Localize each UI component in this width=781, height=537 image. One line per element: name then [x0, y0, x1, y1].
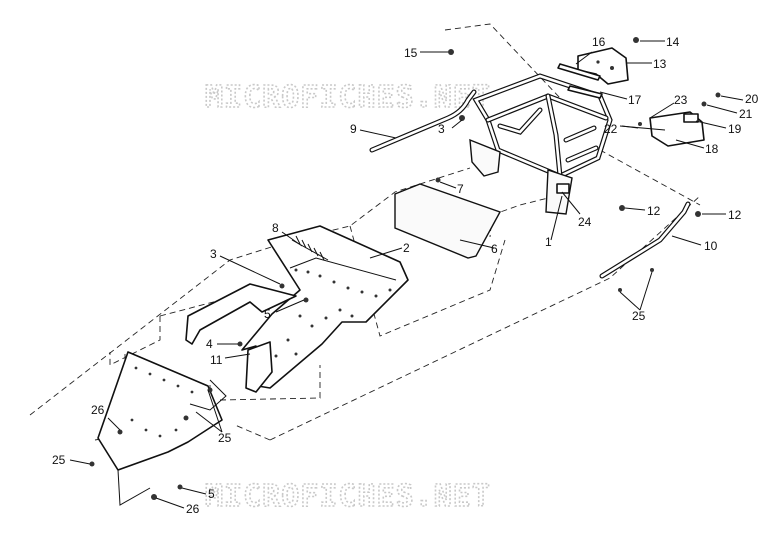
callout-14: 14: [666, 35, 680, 49]
grab-rail-9: [369, 89, 477, 153]
loose-hardware: [89, 115, 701, 500]
callout-26-bottom: 26: [186, 502, 200, 516]
callout-2: 2: [403, 241, 410, 255]
front-frame: [97, 351, 227, 506]
callout-23: 23: [674, 93, 688, 107]
callout-24: 24: [578, 215, 592, 229]
callout-19: 19: [728, 122, 742, 136]
callout-25-mid: 25: [218, 431, 232, 445]
callout-15: 15: [404, 46, 418, 60]
callout-11: 11: [210, 353, 223, 367]
callout-3-top: 3: [438, 122, 445, 136]
watermark-top: MICROFICHES.NET: [205, 80, 491, 115]
callout-25-right: 25: [632, 309, 646, 323]
callout-13: 13: [653, 57, 667, 71]
callout-18: 18: [705, 142, 719, 156]
callout-26-top: 26: [91, 403, 105, 417]
bracket-13: [577, 47, 629, 85]
strip-16: [557, 63, 601, 81]
hardware-14: [633, 37, 639, 43]
callout-5-bottom: 5: [208, 487, 215, 501]
callout-20: 20: [745, 92, 759, 106]
callout-12-right: 12: [728, 208, 742, 222]
callout-25-left: 25: [52, 453, 66, 467]
callout-6: 6: [491, 242, 498, 256]
strip-17: [567, 85, 603, 99]
hardware-15: [448, 49, 454, 55]
leader-lines: [69, 40, 744, 509]
front-bracket-11: [245, 341, 273, 393]
callout-16: 16: [592, 35, 606, 49]
tunnel-2: [241, 225, 409, 389]
callout-7: 7: [457, 182, 464, 196]
callout-1: 1: [545, 235, 552, 249]
tube-10: [599, 201, 691, 279]
callout-17: 17: [628, 93, 642, 107]
callout-3-left: 3: [210, 247, 217, 261]
bracket-3: [185, 283, 297, 345]
rivet-row: [268, 268, 392, 374]
callout-12-left: 12: [647, 204, 661, 218]
callout-4: 4: [206, 337, 213, 351]
callout-10: 10: [704, 239, 718, 253]
callout-labels: 15 16 14 13 17 20 21 23 22 19 18 9 3 7 1…: [52, 35, 759, 516]
callout-9: 9: [350, 122, 357, 136]
callout-5-mid: 5: [264, 307, 271, 321]
callout-21: 21: [739, 107, 753, 121]
panel-6: [394, 177, 502, 259]
rear-rack-1: [469, 73, 613, 215]
watermark-bottom: MICROFICHES.NET: [205, 479, 491, 514]
callout-22: 22: [604, 122, 618, 136]
callout-8: 8: [272, 221, 279, 235]
